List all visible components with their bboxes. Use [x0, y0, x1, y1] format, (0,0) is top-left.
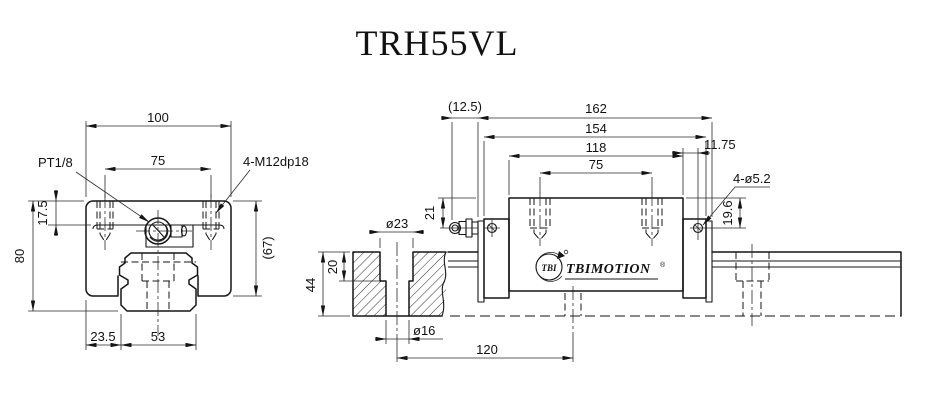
tbi-logo-arrow [557, 251, 565, 259]
dim-nipple-height-21: 21 [422, 206, 437, 220]
dim-screw-height-19-6: 19.6 [720, 200, 735, 225]
leader-mount-holes [215, 169, 251, 214]
tbi-logo-reg-dot [563, 249, 569, 255]
side-tapped-holes [529, 198, 663, 241]
front-centerlines [104, 194, 212, 336]
dim-total-length-162: 162 [585, 101, 607, 116]
dim-rail-width-53: 53 [151, 329, 165, 344]
leader-grease-port [75, 171, 150, 223]
front-seal-step-line [92, 224, 225, 230]
tbi-registered: ® [660, 261, 666, 269]
dim-hole-pitch-75: 75 [151, 153, 165, 168]
end-screw-slots [488, 224, 702, 232]
label-mount-holes: 4-M12dp18 [243, 154, 309, 169]
rail-section-outline [352, 251, 447, 317]
dim-rail-offset-23-5: 23.5 [90, 329, 115, 344]
front-rail-hidden-hole [121, 253, 196, 311]
dim-counterbore-depth-20: 20 [325, 260, 340, 274]
dim-hole-spacing-120: 120 [476, 342, 498, 357]
dim-screw-offset-11-75: 11.75 [704, 137, 736, 152]
dim-width-100: 100 [147, 110, 169, 125]
label-end-screws: 4-ø5.2 [733, 171, 771, 186]
end-seal-left [477, 220, 485, 303]
front-rail-profile [118, 252, 199, 312]
side-centerlines [396, 192, 753, 332]
side-extension-lines [318, 117, 746, 362]
label-grease-port: PT1/8 [38, 155, 73, 170]
front-tapped-holes [96, 201, 220, 243]
drawing-title: TRH55VL [356, 23, 519, 63]
dim-step-17-5: 17.5 [35, 200, 50, 225]
front-view: 100 75 PT1/8 4-M12dp18 17.5 80 (67) 23.5… [12, 110, 309, 350]
side-view: TBI TBIMOTION ® (12.5) 162 154 118 75 11… [303, 99, 902, 362]
leader-end-screws [702, 186, 770, 226]
tbi-logo-swoosh [535, 252, 563, 282]
rail-hidden-holes [564, 252, 770, 316]
rail-section-hatch-right [409, 252, 446, 316]
dim-side-hole-pitch-75: 75 [589, 157, 603, 172]
rail-elevation-outline [447, 251, 902, 317]
dim-outer-length-154: 154 [585, 121, 607, 136]
end-plate-left [483, 218, 510, 299]
rail-groove-lines [448, 260, 901, 268]
dim-block-height-67: (67) [260, 236, 275, 259]
dim-bore-dia: ø16 [413, 323, 435, 338]
carriage-body [508, 197, 684, 292]
dim-grease-ref-12-5: (12.5) [448, 99, 482, 114]
rail-section-break-line [441, 251, 447, 317]
tbi-logo: TBI TBIMOTION ® [535, 249, 666, 282]
dim-body-length-118: 118 [586, 140, 607, 155]
grease-nipple-shade [149, 223, 169, 242]
rail-section-hatch-left [353, 252, 386, 316]
end-seal-right [705, 220, 713, 303]
dim-counterbore-dia: ø23 [386, 216, 408, 231]
tbi-wordmark: TBIMOTION [566, 262, 651, 277]
dim-height-80: 80 [12, 249, 27, 263]
dim-rail-height-44: 44 [303, 278, 318, 292]
tbi-monogram: TBI [541, 263, 557, 273]
front-block-outline [85, 200, 232, 297]
